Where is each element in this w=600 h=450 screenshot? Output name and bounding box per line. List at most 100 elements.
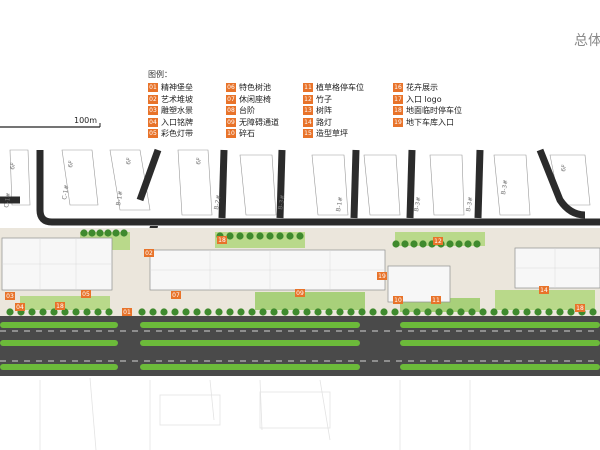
- tree: [468, 308, 476, 316]
- legend-number: 18: [393, 106, 403, 115]
- median-hedge: [400, 322, 600, 328]
- map-marker: 10: [394, 297, 402, 304]
- legend-number: 05: [148, 129, 158, 138]
- tree: [266, 232, 274, 240]
- legend-number: 03: [148, 106, 158, 115]
- lane-markings: [0, 330, 600, 362]
- tree: [61, 308, 69, 316]
- tree: [50, 308, 58, 316]
- access-road: [536, 148, 586, 219]
- tree: [419, 240, 427, 248]
- storey-label: 6F: [195, 156, 203, 165]
- legend-number: 01: [148, 83, 158, 92]
- median-hedge: [400, 340, 600, 346]
- tree: [402, 308, 410, 316]
- map-marker: 12: [434, 238, 442, 245]
- map-marker-box: [5, 292, 15, 300]
- tree: [160, 308, 168, 316]
- median-hedge: [140, 340, 360, 346]
- map-marker: 19: [378, 273, 386, 280]
- storey-label: 6F: [67, 159, 75, 168]
- building-label: C-1#: [61, 184, 71, 200]
- tree: [296, 232, 304, 240]
- median-hedge: [0, 340, 118, 346]
- residential-building: [429, 154, 465, 216]
- tree: [347, 308, 355, 316]
- tree: [464, 240, 472, 248]
- map-marker-box: [15, 303, 25, 311]
- tree: [120, 229, 128, 237]
- building-label: B-1#: [335, 196, 345, 212]
- legend-heading: 图例：: [148, 70, 172, 79]
- map-marker: 07: [172, 292, 180, 299]
- map-marker-box: [81, 290, 91, 298]
- tree: [226, 308, 234, 316]
- tree: [72, 308, 80, 316]
- tree: [589, 308, 597, 316]
- legend-label: 造型草坪: [316, 129, 348, 138]
- map-marker: 03: [6, 293, 14, 300]
- tree: [303, 308, 311, 316]
- planting-patch: [495, 290, 595, 310]
- tree: [105, 308, 113, 316]
- tree-row: [6, 229, 597, 316]
- map-marker: 14: [540, 287, 548, 294]
- access-road: [136, 148, 162, 202]
- tree: [149, 308, 157, 316]
- map-marker-box: [122, 308, 132, 316]
- residential-building: [177, 149, 213, 216]
- tree: [391, 308, 399, 316]
- legend-label: 花卉展示: [406, 83, 438, 92]
- median-hedge: [400, 364, 600, 370]
- building-label: B-3#: [413, 196, 423, 212]
- storey-label: 6F: [560, 163, 568, 172]
- legend-number: 02: [148, 94, 158, 104]
- tree: [401, 240, 409, 248]
- legend-number: 04: [148, 117, 158, 127]
- building-label: B-2#: [213, 194, 223, 210]
- map-marker-box: [393, 296, 403, 304]
- tree: [413, 308, 421, 316]
- tree: [88, 229, 96, 237]
- page-title: 总体: [574, 33, 600, 49]
- access-road: [350, 149, 360, 219]
- legend-number: 15: [303, 129, 313, 138]
- residential-buildings: [9, 149, 591, 216]
- tree: [193, 308, 201, 316]
- legend-label: 特色树池: [239, 83, 271, 92]
- map-marker-box: [55, 302, 65, 310]
- map-marker-box: [431, 296, 441, 304]
- legend-number: 17: [393, 94, 403, 104]
- lower-outlines: [39, 377, 471, 450]
- access-roads: [0, 148, 600, 226]
- tree: [215, 308, 223, 316]
- tree: [204, 308, 212, 316]
- legend-number: 10: [226, 129, 236, 138]
- residential-building: [363, 154, 401, 216]
- legend-label: 路灯: [316, 117, 332, 127]
- legend-label: 雕塑水景: [161, 106, 193, 115]
- tree: [270, 308, 278, 316]
- legend-label: 入口 logo: [406, 94, 442, 104]
- map-marker-box: [171, 291, 181, 299]
- tree: [237, 308, 245, 316]
- tree: [104, 229, 112, 237]
- tree: [80, 229, 88, 237]
- tree: [501, 308, 509, 316]
- scale-label: 100m: [74, 116, 98, 125]
- tree: [556, 308, 564, 316]
- residential-building: [9, 149, 31, 206]
- median-hedge: [140, 364, 360, 370]
